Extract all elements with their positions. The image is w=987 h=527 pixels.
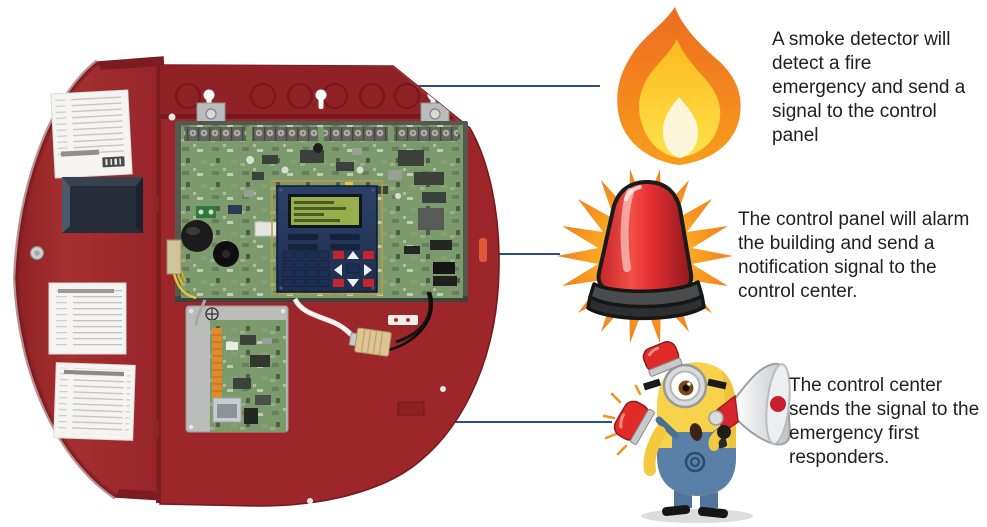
door-window-recess: [62, 177, 143, 233]
door-sticker-top: [50, 89, 133, 179]
phone-jack-connector: [348, 327, 392, 357]
arrow-keys: [334, 251, 372, 287]
cabinet-slot: [397, 401, 425, 416]
panel-door: [12, 56, 164, 501]
ethernet-jack: [212, 397, 242, 423]
step-text-control-center: The control center sends the signal to t…: [789, 375, 980, 468]
siren-base-bottom: [586, 294, 706, 321]
mouth: [689, 423, 703, 441]
buzzer: [213, 241, 239, 267]
shoulder-beacon: [613, 400, 655, 445]
flame-icon: [617, 7, 741, 165]
connector-line-alarm: [478, 253, 560, 255]
capacitor: [181, 220, 213, 252]
step-text-smoke-detector: A smoke detector will detect a fire emer…: [772, 29, 966, 146]
overalls: [655, 416, 738, 496]
door-lock: [29, 245, 45, 261]
main-circuit-board: [166, 121, 468, 302]
megaphone-icon: [708, 362, 792, 449]
glove: [717, 425, 731, 439]
head-beacon: [642, 341, 683, 377]
side-connector: [166, 239, 182, 275]
red-function-keys: [333, 251, 374, 287]
keypad: [282, 250, 374, 287]
green-terminal: [196, 206, 216, 218]
shoes: [662, 504, 728, 519]
connector-line-smoke: [400, 85, 600, 87]
lcd-display-module: [276, 185, 378, 293]
minion-megaphone-icon: [602, 341, 792, 523]
connector-line-dispatch: [400, 421, 612, 423]
shadow: [641, 509, 753, 523]
beacon-glow: [602, 384, 642, 456]
door-sticker-bottom: [53, 362, 136, 441]
goggle-icon: [662, 363, 708, 409]
fire-alarm-control-panel-photo: [12, 56, 500, 507]
flame-core: [663, 97, 698, 158]
mounting-brackets: [196, 102, 450, 124]
door-latch-tab: [479, 238, 487, 262]
siren-icon: [557, 169, 733, 343]
status-indicator-strip: [388, 315, 418, 325]
door-sticker-middle: [48, 282, 127, 355]
step-text-control-panel: The control panel will alarm the buildin…: [738, 209, 970, 302]
expansion-board: [185, 305, 289, 433]
cables: [194, 291, 434, 357]
ground-screw: [205, 307, 219, 321]
